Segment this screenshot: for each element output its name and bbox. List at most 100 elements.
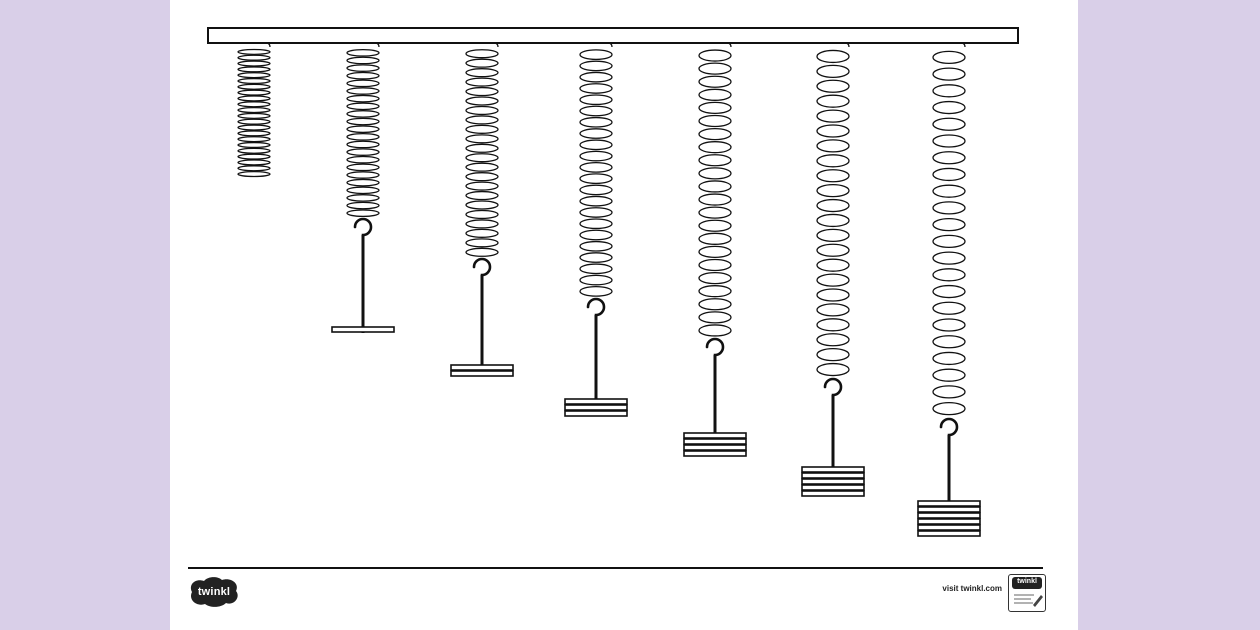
spring-coil xyxy=(237,106,271,114)
hook-icon xyxy=(705,337,725,389)
spring-coil xyxy=(932,134,966,148)
hook-icon xyxy=(586,297,606,349)
spring-coil xyxy=(579,116,613,128)
spring-coil xyxy=(237,77,271,85)
spring-coil xyxy=(698,258,732,272)
spring-coil xyxy=(816,213,850,228)
springs-group xyxy=(237,42,981,537)
spring-coil xyxy=(816,228,850,243)
spring-coil xyxy=(816,49,850,64)
spring-coil xyxy=(465,190,499,201)
spring-coil xyxy=(465,219,499,229)
spring-coil xyxy=(816,318,850,332)
spring-coil xyxy=(932,167,966,182)
slotted-mass-icon xyxy=(564,410,628,417)
spring-coil xyxy=(932,100,966,115)
spring-coil xyxy=(698,114,732,128)
spring-coil xyxy=(816,258,850,272)
spring-coil xyxy=(465,115,499,125)
spring-coil xyxy=(346,140,380,149)
spring-coil xyxy=(237,147,271,154)
spring-coil xyxy=(346,171,380,179)
spring-coil xyxy=(816,198,850,213)
spring-coil xyxy=(698,180,732,193)
spring-coil xyxy=(237,89,271,96)
spring-coil xyxy=(237,66,271,73)
spring-coil xyxy=(579,240,613,252)
spring-coil xyxy=(932,284,966,299)
spring-coil xyxy=(465,77,499,87)
twinkl-logo-icon: twinkl xyxy=(186,575,242,609)
slotted-mass-icon xyxy=(683,432,747,439)
spring-coil xyxy=(237,153,271,160)
spring-coil xyxy=(932,67,966,81)
spring-assembly-4 xyxy=(564,42,628,417)
spring-coil xyxy=(698,88,732,101)
spring-coil xyxy=(346,125,380,134)
spring-assembly-7 xyxy=(917,42,981,537)
spring-coil xyxy=(237,95,271,102)
spring-coil xyxy=(346,194,380,202)
spring-coil xyxy=(237,60,271,67)
spring-coil xyxy=(237,48,271,56)
spring-coil xyxy=(932,335,966,349)
spring-coil xyxy=(698,245,732,259)
spring-coil xyxy=(346,117,380,126)
spring-coil xyxy=(816,288,850,302)
spring-coil xyxy=(346,110,380,118)
spring-coil xyxy=(698,75,732,88)
spring-coil xyxy=(346,102,380,111)
spring-coil xyxy=(346,48,380,57)
support-beam xyxy=(207,27,1019,44)
spring-top-curl xyxy=(374,42,380,48)
spring-coil xyxy=(816,169,850,183)
spring-coil xyxy=(465,68,499,78)
spring-coil xyxy=(346,163,380,172)
badge-label: twinkl xyxy=(1017,578,1037,585)
slotted-mass-icon xyxy=(801,472,865,479)
spring-coil xyxy=(816,64,850,79)
spring-coil xyxy=(579,150,613,162)
spring-coil xyxy=(465,143,499,153)
spring-coil xyxy=(579,229,613,241)
spring-coil xyxy=(579,128,613,139)
slotted-mass-icon xyxy=(917,512,981,519)
spring-coil xyxy=(698,101,732,115)
spring-top-curl xyxy=(265,42,271,48)
spring-coil xyxy=(816,139,850,153)
spring-coil xyxy=(465,209,499,220)
spring-coil xyxy=(932,318,966,332)
spring-coil xyxy=(465,228,499,238)
spring-coil xyxy=(698,298,732,311)
spring-coil xyxy=(932,385,966,399)
spring-assembly-6 xyxy=(801,42,865,497)
spring-coil xyxy=(346,79,380,88)
slotted-mass-icon xyxy=(801,490,865,497)
slotted-mass-icon xyxy=(917,530,981,537)
slotted-mass-icon xyxy=(801,484,865,491)
slotted-mass-icon xyxy=(331,326,395,333)
slotted-mass-icon xyxy=(450,364,514,371)
hook-icon xyxy=(939,417,959,469)
spring-coil xyxy=(465,200,499,210)
hook-icon xyxy=(472,257,492,309)
spring-coil xyxy=(698,324,732,337)
spring-coil xyxy=(816,109,850,123)
slotted-mass-icon xyxy=(917,524,981,531)
spring-assembly-5 xyxy=(683,42,747,457)
slotted-mass-icon xyxy=(801,466,865,473)
spring-top-curl xyxy=(726,42,732,48)
footer-url[interactable]: visit twinkl.com xyxy=(942,584,1002,593)
spring-coil xyxy=(465,49,499,59)
spring-coil xyxy=(346,178,380,187)
spring-coil xyxy=(698,271,732,285)
slotted-mass-icon xyxy=(683,450,747,457)
spring-coil xyxy=(579,49,613,61)
spring-coil xyxy=(465,162,499,172)
spring-coil xyxy=(237,124,271,131)
spring-coil xyxy=(698,167,732,180)
spring-assembly-1 xyxy=(237,42,271,178)
slotted-mass-icon xyxy=(917,500,981,507)
footer-divider xyxy=(188,567,1043,569)
spring-coil xyxy=(579,83,613,94)
